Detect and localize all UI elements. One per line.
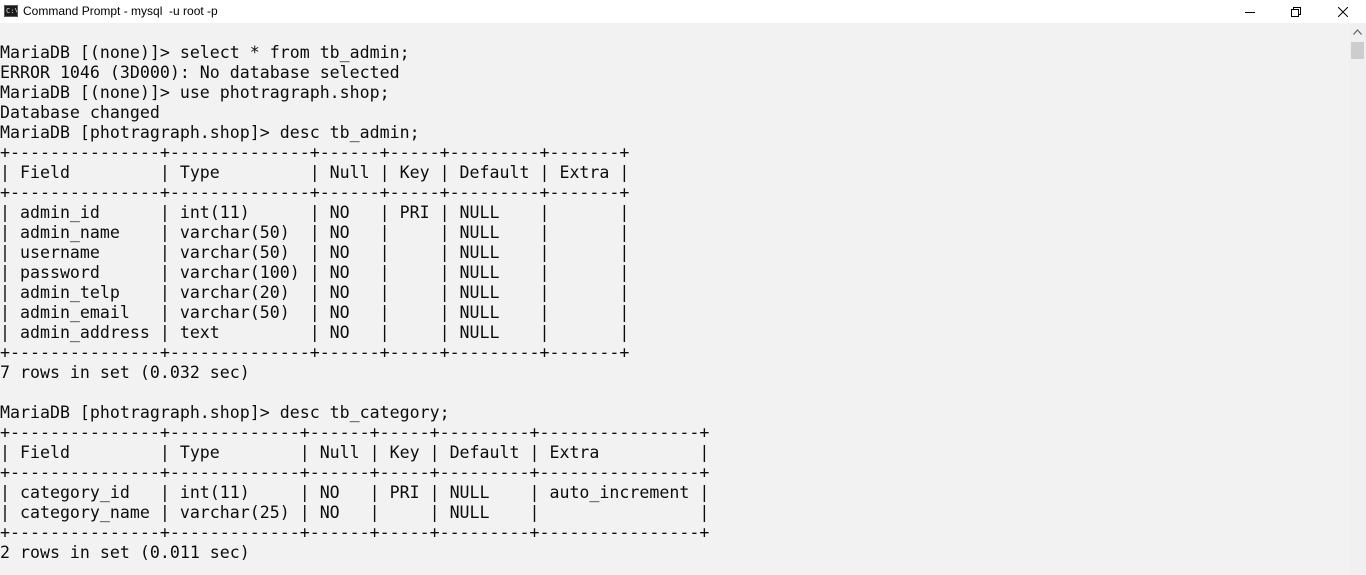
console-line: | admin_address | text | NO | | NULL | | [0,323,630,342]
console-line: | password | varchar(100) | NO | | NULL … [0,263,630,282]
console-line: | admin_email | varchar(50) | NO | | NUL… [0,303,630,322]
console-line: | admin_id | int(11) | NO | PRI | NULL |… [0,203,630,222]
console-line: +---------------+--------------+------+-… [0,343,630,362]
cmd-icon[interactable]: C:\ [4,5,18,17]
console-line: +---------------+--------------+------+-… [0,143,630,162]
console-line: | category_id | int(11) | NO | PRI | NUL… [0,483,710,502]
console-line: MariaDB [photragraph.shop]> desc tb_cate… [0,403,450,422]
scroll-thumb[interactable] [1351,42,1364,59]
window-title: Command Prompt - mysql -u root -p [23,4,218,18]
console-line: | admin_telp | varchar(20) | NO | | NULL… [0,283,630,302]
restore-button[interactable] [1273,0,1319,23]
console-line: MariaDB [(none)]> use photragraph.shop; [0,83,390,102]
close-button[interactable] [1320,0,1366,23]
console-line: +---------------+-------------+------+--… [0,423,710,442]
console-line: +---------------+--------------+------+-… [0,183,630,202]
console-line: | Field | Type | Null | Key | Default | … [0,163,630,182]
scroll-up-button[interactable] [1349,23,1366,40]
restore-icon [1291,6,1301,17]
close-icon [1338,6,1348,17]
minimize-icon [1245,11,1255,13]
console-output[interactable]: MariaDB [(none)]> select * from tb_admin… [0,43,1349,575]
console-line: ERROR 1046 (3D000): No database selected [0,63,400,82]
arrow-up-icon [1353,28,1362,35]
console-line: | Field | Type | Null | Key | Default | … [0,443,710,462]
console-line: Database changed [0,103,160,122]
console-line: +---------------+-------------+------+--… [0,523,710,542]
console-line: MariaDB [(none)]> select * from tb_admin… [0,43,410,62]
console-line: | category_name | varchar(25) | NO | | N… [0,503,710,522]
console-line: | admin_name | varchar(50) | NO | | NULL… [0,223,630,242]
minimize-button[interactable] [1227,0,1273,23]
console-line: +---------------+-------------+------+--… [0,463,710,482]
console-line: MariaDB [photragraph.shop]> desc tb_admi… [0,123,420,142]
vertical-scrollbar[interactable] [1349,23,1366,575]
console-line: | username | varchar(50) | NO | | NULL |… [0,243,630,262]
title-bar[interactable]: C:\ Command Prompt - mysql -u root -p [0,0,1366,23]
console-line: 2 rows in set (0.011 sec) [0,543,250,562]
console-line: 7 rows in set (0.032 sec) [0,363,250,382]
